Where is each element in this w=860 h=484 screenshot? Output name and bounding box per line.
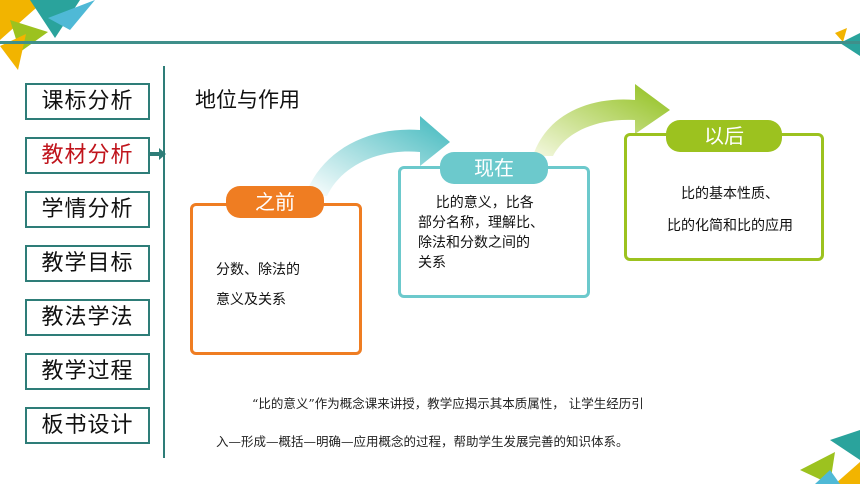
curve-arrow-2 xyxy=(533,84,670,156)
bottom-right-decoration xyxy=(800,430,860,484)
sidebar-item-objectives[interactable]: 教学目标 xyxy=(25,245,150,282)
description-line-2: 入—形成—概括—明确—应用概念的过程，帮助学生发展完善的知识体系。 xyxy=(216,434,629,449)
badge-before: 之前 xyxy=(226,186,324,218)
sidebar-item-students[interactable]: 学情分析 xyxy=(25,191,150,228)
active-pointer-icon xyxy=(150,148,166,160)
badge-after: 以后 xyxy=(666,120,782,152)
header-rule xyxy=(0,41,860,44)
card-before xyxy=(190,203,362,355)
sidebar-item-textbook[interactable]: 教材分析 xyxy=(25,137,150,174)
badge-now: 现在 xyxy=(440,152,548,184)
curve-arrow-1 xyxy=(305,116,450,196)
description-line-1: “比的意义”作为概念课来讲授，教学应揭示其本质属性， 让学生经历引 xyxy=(252,396,644,411)
sidebar-item-board[interactable]: 板书设计 xyxy=(25,407,150,444)
card-before-text: 分数、除法的 意义及关系 xyxy=(216,262,300,308)
card-now-text: 比的意义，比各 部分名称，理解比、 除法和分数之间的 关系 xyxy=(418,195,544,271)
section-title: 地位与作用 xyxy=(195,88,300,112)
top-right-decoration xyxy=(835,28,860,56)
sidebar-divider xyxy=(163,66,165,458)
sidebar-item-curriculum[interactable]: 课标分析 xyxy=(25,83,150,120)
card-after-text: 比的基本性质、 比的化简和比的应用 xyxy=(667,186,793,234)
sidebar-item-methods[interactable]: 教法学法 xyxy=(25,299,150,336)
top-left-decoration xyxy=(0,0,95,70)
sidebar-item-process[interactable]: 教学过程 xyxy=(25,353,150,390)
